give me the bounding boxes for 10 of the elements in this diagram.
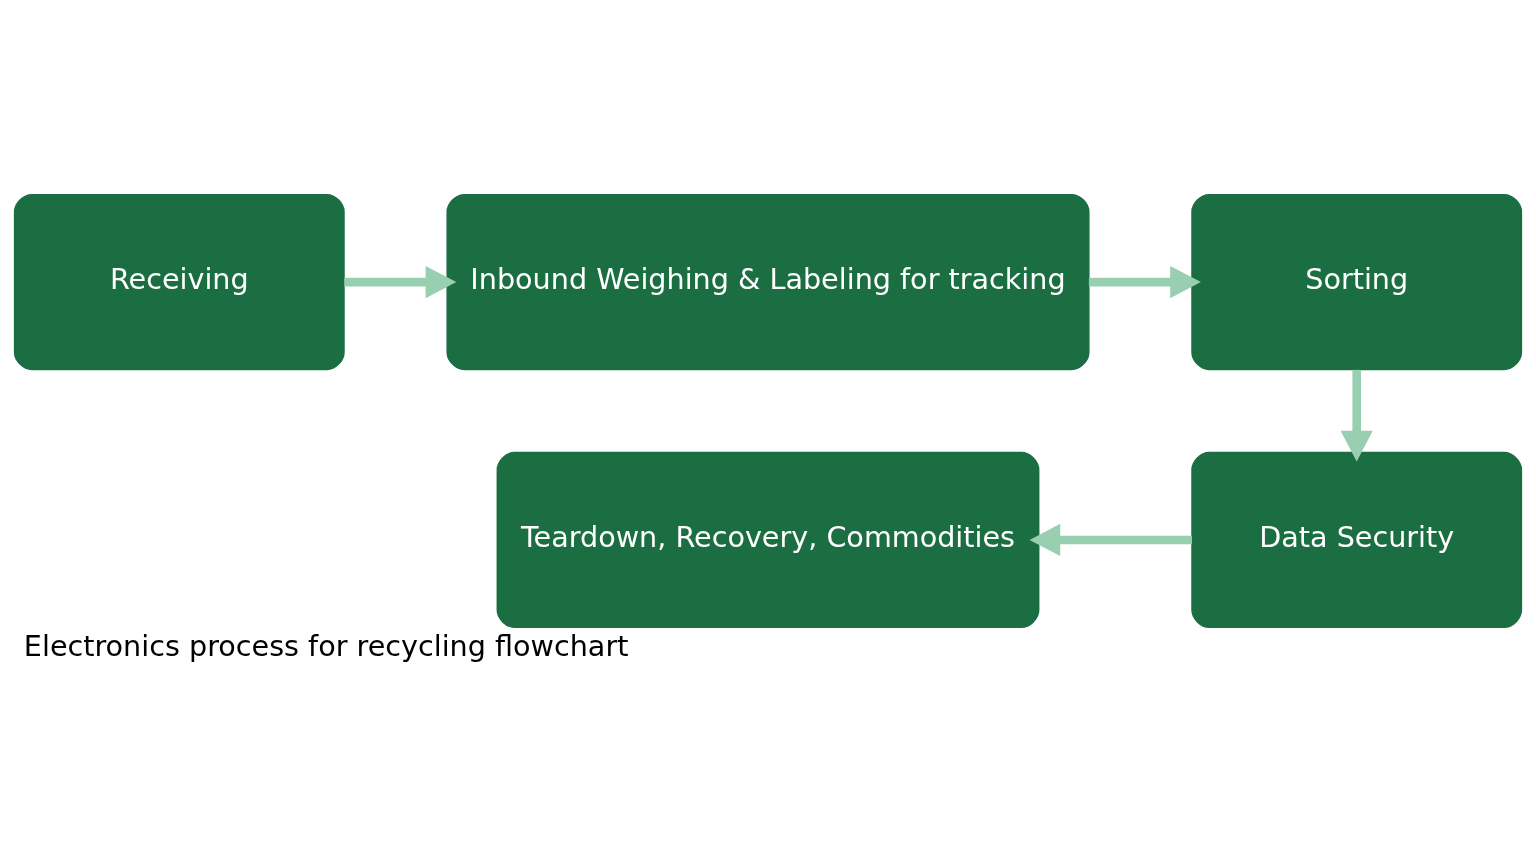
caption: Electronics process for recycling flowchart: [23, 628, 629, 663]
node-box: Receiving: [13, 194, 345, 371]
arrow: [1340, 369, 1373, 462]
node-box: Sorting: [1191, 194, 1523, 371]
node-box: Data Security: [1191, 451, 1523, 628]
arrow: [344, 265, 457, 299]
arrow: [1088, 265, 1201, 299]
node-box: Inbound Weighing & Labeling for tracking: [446, 194, 1090, 371]
node-box: Teardown, Recovery, Commodities: [496, 451, 1040, 628]
arrow: [1029, 523, 1192, 557]
